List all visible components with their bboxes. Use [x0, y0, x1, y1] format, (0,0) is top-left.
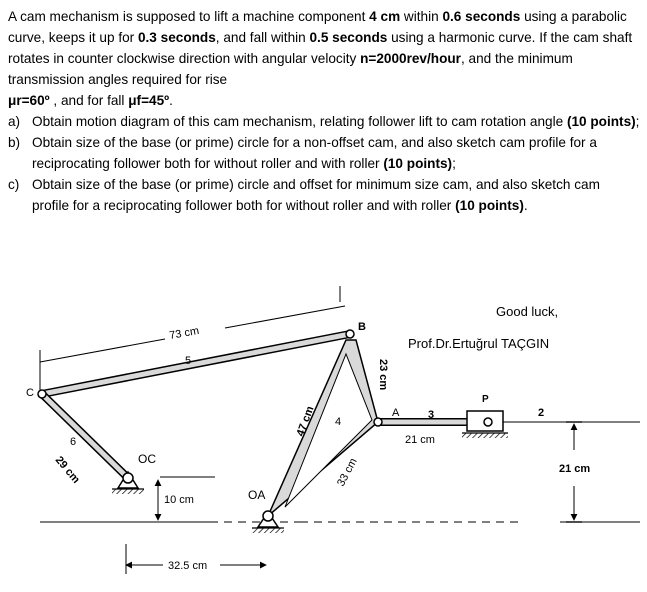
joint-C [37, 389, 47, 399]
intro-text: , and for fall [49, 93, 129, 108]
link-4: 4 47 cm 23 cm 33 cm [267, 339, 389, 517]
label-OA: OA [248, 488, 265, 502]
label-C: C [26, 387, 34, 399]
rise-time: 0.6 seconds [442, 9, 521, 24]
joint-B [345, 329, 355, 339]
link-label-2: 2 [538, 407, 544, 419]
ground-pivot-oa [252, 510, 284, 533]
points: (10 points) [383, 156, 453, 171]
link-5: 5 [38, 330, 354, 398]
problem-statement: A cam mechanism is supposed to lift a ma… [8, 6, 640, 216]
label-B: B [358, 321, 366, 333]
points: (10 points) [455, 198, 524, 213]
points: (10 points) [566, 114, 636, 129]
greeting: Good luck, [496, 304, 558, 319]
author: Prof.Dr.Ertuğrul TAÇGIN [408, 336, 549, 351]
lift-value: 4 cm [369, 9, 401, 24]
joint-P [483, 417, 493, 427]
dim-label-21b: 21 cm [559, 463, 590, 475]
dim-label-21a: 21 cm [405, 434, 435, 446]
dimension-21b: 21 cm [559, 421, 590, 523]
ground-pivot-oc [112, 470, 144, 494]
dim-label-73: 73 cm [168, 325, 200, 342]
dim-label-23: 23 cm [377, 359, 389, 390]
joint-A [373, 417, 383, 427]
label-P: P [482, 394, 489, 405]
question-b: b)Obtain size of the base (or prime) cir… [8, 135, 597, 171]
dim-label-33: 33 cm [335, 456, 360, 488]
link-label-3: 3 [428, 409, 434, 421]
mechanism-figure: 73 cm 5 6 29 cm 4 47 cm 23 cm 33 cm 3 21… [26, 286, 640, 574]
dim-label-29: 29 cm [53, 454, 82, 486]
dim-label-32-5: 32.5 cm [168, 560, 207, 572]
link-label-4: 4 [335, 416, 341, 428]
question-a: a)Obtain motion diagram of this cam mech… [8, 114, 640, 129]
link-label-5: 5 [185, 355, 191, 367]
label-OC: OC [138, 452, 156, 466]
intro-text: using a parabolic curve, keeps it up for [8, 9, 627, 45]
dimension-10: 10 cm [154, 479, 194, 521]
intro-text: , and fall within [215, 30, 310, 45]
label-A: A [392, 407, 400, 419]
link-6: 6 29 cm [38, 390, 132, 486]
intro-text: A cam mechanism is supposed to lift a ma… [8, 9, 370, 24]
intro-text: using a harmonic curve. If the cam shaft… [8, 30, 633, 66]
intro-text: , and the minimum transmission angles re… [8, 51, 573, 87]
fall-transmission-angle: μf=45º [128, 93, 170, 108]
question-list: a)Obtain motion diagram of this cam mech… [8, 111, 640, 216]
dim-label-10: 10 cm [164, 494, 194, 506]
joints [37, 329, 493, 427]
point-labels: C B A P OC OA [26, 321, 489, 502]
dwell-time: 0.3 seconds [137, 30, 216, 45]
dimension-32-5: 32.5 cm [125, 544, 267, 574]
angular-velocity: n=2000rev/hour [360, 51, 461, 66]
question-c: c)Obtain size of the base (or prime) cir… [8, 177, 600, 213]
problem-intro: A cam mechanism is supposed to lift a ma… [8, 6, 640, 111]
dimension-73: 73 cm [39, 305, 346, 390]
rise-transmission-angle: μr=60º [8, 93, 50, 108]
link-label-6: 6 [70, 436, 76, 448]
intro-text: . [169, 93, 173, 108]
fall-time: 0.5 seconds [309, 30, 388, 45]
intro-text: within [400, 9, 443, 24]
